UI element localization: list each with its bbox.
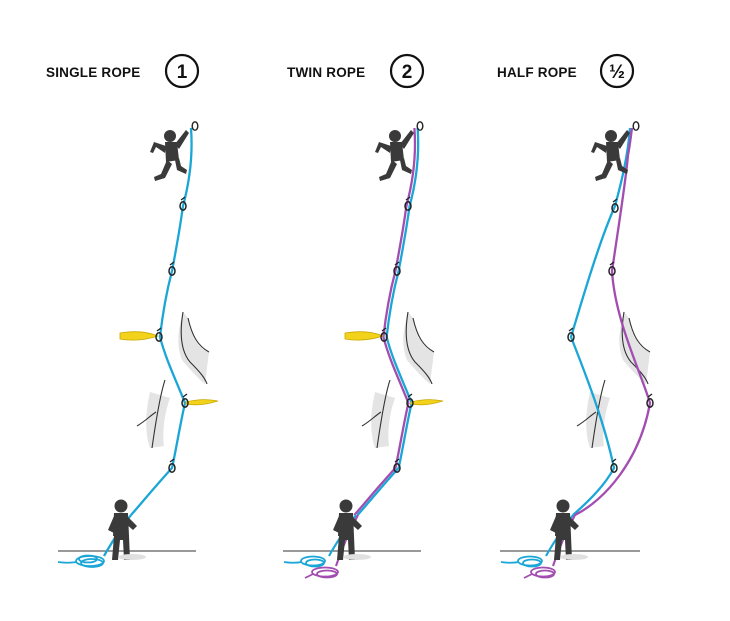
sling-icon	[119, 331, 219, 406]
rock-feature	[361, 311, 435, 449]
panel-title-single: SINGLE ROPE	[46, 65, 140, 80]
panel-title-twin: TWIN ROPE	[287, 65, 365, 80]
belayer-icon	[108, 499, 146, 560]
anchor-bolt-icon	[416, 121, 424, 131]
climber-icon	[150, 130, 189, 181]
panel-title-half: HALF ROPE	[497, 65, 577, 80]
climber-icon	[375, 130, 414, 181]
quickdraw-icon	[567, 198, 654, 473]
badge-half-text: ½	[609, 62, 625, 83]
rope-half-blue	[569, 127, 632, 516]
belayer-icon	[333, 499, 371, 560]
belayer-icon	[550, 499, 588, 560]
badge-twin: 2	[389, 53, 425, 89]
sling-icon	[344, 331, 444, 406]
panel-twin-rope: TWIN ROPE 2	[283, 53, 444, 579]
rope-coil-icon	[57, 554, 105, 568]
rope-half-purple	[574, 127, 652, 517]
climber-icon	[591, 130, 630, 181]
rope-coil-icon	[500, 555, 556, 579]
badge-single: 1	[164, 53, 200, 89]
rope-twin-purple	[353, 127, 417, 516]
panel-half-rope: HALF ROPE ½	[497, 53, 654, 579]
rock-feature	[136, 311, 210, 449]
badge-half: ½	[599, 53, 635, 89]
badge-twin-text: 2	[402, 62, 413, 83]
badge-single-text: 1	[177, 62, 188, 83]
anchor-bolt-icon	[632, 121, 640, 131]
rope-single	[130, 127, 193, 516]
anchor-bolt-icon	[191, 121, 199, 131]
rope-coil-icon	[283, 555, 339, 579]
panel-single-rope: SINGLE ROPE 1	[46, 53, 219, 568]
